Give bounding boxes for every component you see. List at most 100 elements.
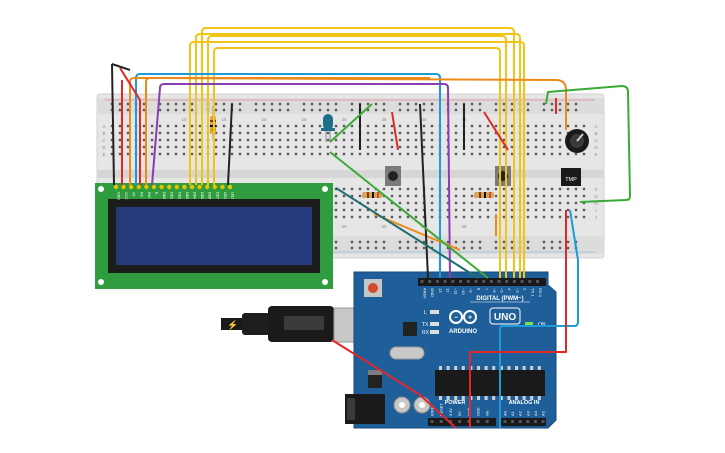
wire-teal[interactable]: [335, 187, 479, 279]
pushbutton-2[interactable]: [495, 166, 511, 186]
row-letter: H: [594, 201, 597, 206]
lcd-pin[interactable]: [113, 184, 119, 190]
digital-pin-label: 13: [438, 288, 443, 293]
tmp-label: TMP: [565, 177, 577, 183]
wire-black-3[interactable]: [227, 103, 233, 186]
wire-red-2[interactable]: [119, 67, 141, 185]
digital-pin[interactable]: [474, 280, 478, 283]
digital-label: DIGITAL (PWM~): [476, 296, 523, 302]
led[interactable]: [321, 114, 335, 142]
potentiometer[interactable]: [565, 129, 589, 153]
lcd-pin[interactable]: [167, 184, 172, 190]
lcd-pin[interactable]: [220, 184, 225, 190]
l-label: L: [424, 310, 427, 316]
digital-pin[interactable]: [466, 280, 470, 283]
power-header: [428, 418, 496, 426]
lcd-pin[interactable]: [151, 184, 157, 190]
lcd-pin[interactable]: [159, 184, 164, 190]
wire-orange-2[interactable]: [145, 77, 567, 185]
brand-label: ARDUINO: [449, 329, 477, 335]
wire-orange-1[interactable]: [129, 77, 430, 185]
analog-pin[interactable]: [533, 420, 537, 423]
analog-pin[interactable]: [511, 420, 515, 423]
resistor-button-2[interactable]: [474, 192, 494, 198]
digital-pin[interactable]: [520, 280, 524, 283]
digital-pin[interactable]: [497, 280, 501, 283]
wire-red-6[interactable]: [469, 210, 567, 428]
wire-yellow-1[interactable]: [189, 41, 525, 278]
digital-pin[interactable]: [435, 280, 439, 283]
analog-pin-label: A5: [541, 410, 546, 416]
wire-green-3[interactable]: [545, 85, 631, 203]
power-pin[interactable]: [485, 420, 489, 423]
wire-red-7[interactable]: [331, 339, 457, 429]
digital-pin-label: 12: [446, 288, 451, 293]
lcd-pin[interactable]: [189, 184, 195, 190]
digital-pin-label: ~5: [500, 288, 505, 293]
digital-pin[interactable]: [428, 280, 432, 283]
power-pin[interactable]: [458, 420, 462, 423]
wire-yellow-4[interactable]: [207, 35, 507, 278]
wire-black-1[interactable]: [111, 63, 115, 186]
analog-pin-label: A0: [503, 410, 508, 416]
lcd-pin[interactable]: [174, 184, 179, 190]
lcd-pin-label: DB0: [162, 192, 166, 199]
lcd-pin[interactable]: [129, 184, 134, 190]
analog-pin[interactable]: [526, 420, 530, 423]
power-pin[interactable]: [448, 420, 452, 423]
digital-pin[interactable]: [443, 280, 447, 283]
digital-pin-label: 2: [523, 288, 528, 291]
wire-yellow-3[interactable]: [201, 27, 515, 278]
analog-header: [500, 418, 546, 426]
lcd-pin[interactable]: [144, 184, 149, 190]
lcd-pin[interactable]: [182, 184, 187, 190]
row-letter: A: [102, 124, 105, 129]
wire-red-4[interactable]: [483, 111, 509, 151]
analog-label: ANALOG IN: [509, 400, 540, 406]
analog-pin[interactable]: [518, 420, 522, 423]
wire-purple[interactable]: [151, 83, 451, 279]
analog-pin[interactable]: [503, 420, 507, 423]
wire-yellow-5[interactable]: [213, 47, 501, 278]
lcd-pin[interactable]: [205, 184, 210, 190]
wire-green-2[interactable]: [329, 151, 489, 279]
digital-pin[interactable]: [459, 280, 462, 283]
wire-blue-1[interactable]: [135, 73, 441, 278]
lcd-pin[interactable]: [136, 184, 141, 190]
digital-pin[interactable]: [505, 280, 509, 283]
power-pin[interactable]: [439, 420, 443, 423]
power-pin[interactable]: [476, 420, 480, 423]
digital-pin[interactable]: [536, 280, 539, 283]
digital-pin[interactable]: [489, 280, 493, 283]
power-pin-label: RESET: [440, 403, 444, 416]
rx-label: RX: [422, 330, 430, 336]
digital-pin[interactable]: [482, 280, 486, 283]
wire-black-5[interactable]: [419, 103, 429, 279]
wire-green-1[interactable]: [329, 103, 373, 143]
lcd-pin[interactable]: [121, 184, 126, 190]
lcd-pin[interactable]: [197, 184, 202, 190]
analog-pin-label: A3: [525, 410, 530, 416]
digital-pin[interactable]: [451, 280, 455, 283]
analog-pin[interactable]: [541, 420, 545, 423]
wire-red-3[interactable]: [391, 111, 399, 151]
lcd-pin-label: VCC: [124, 192, 128, 200]
power-pin[interactable]: [430, 420, 434, 423]
lcd-pin[interactable]: [212, 184, 217, 190]
temperature-sensor[interactable]: TMP: [561, 168, 581, 186]
resistor-button-1[interactable]: [362, 192, 382, 198]
digital-pin[interactable]: [420, 280, 424, 283]
digital-pin[interactable]: [512, 280, 516, 283]
wire-yellow-2[interactable]: [195, 33, 521, 278]
pushbutton-1[interactable]: [385, 166, 401, 186]
usb-bolt-icon: ⚡: [227, 319, 238, 331]
lcd-pin[interactable]: [227, 184, 233, 190]
column-number: 25: [301, 117, 307, 122]
column-number: 45: [461, 224, 467, 229]
power-pin[interactable]: [467, 420, 471, 423]
wire-blue-2[interactable]: [499, 209, 579, 428]
digital-pin[interactable]: [528, 280, 532, 283]
wire-black-2[interactable]: [111, 63, 131, 71]
